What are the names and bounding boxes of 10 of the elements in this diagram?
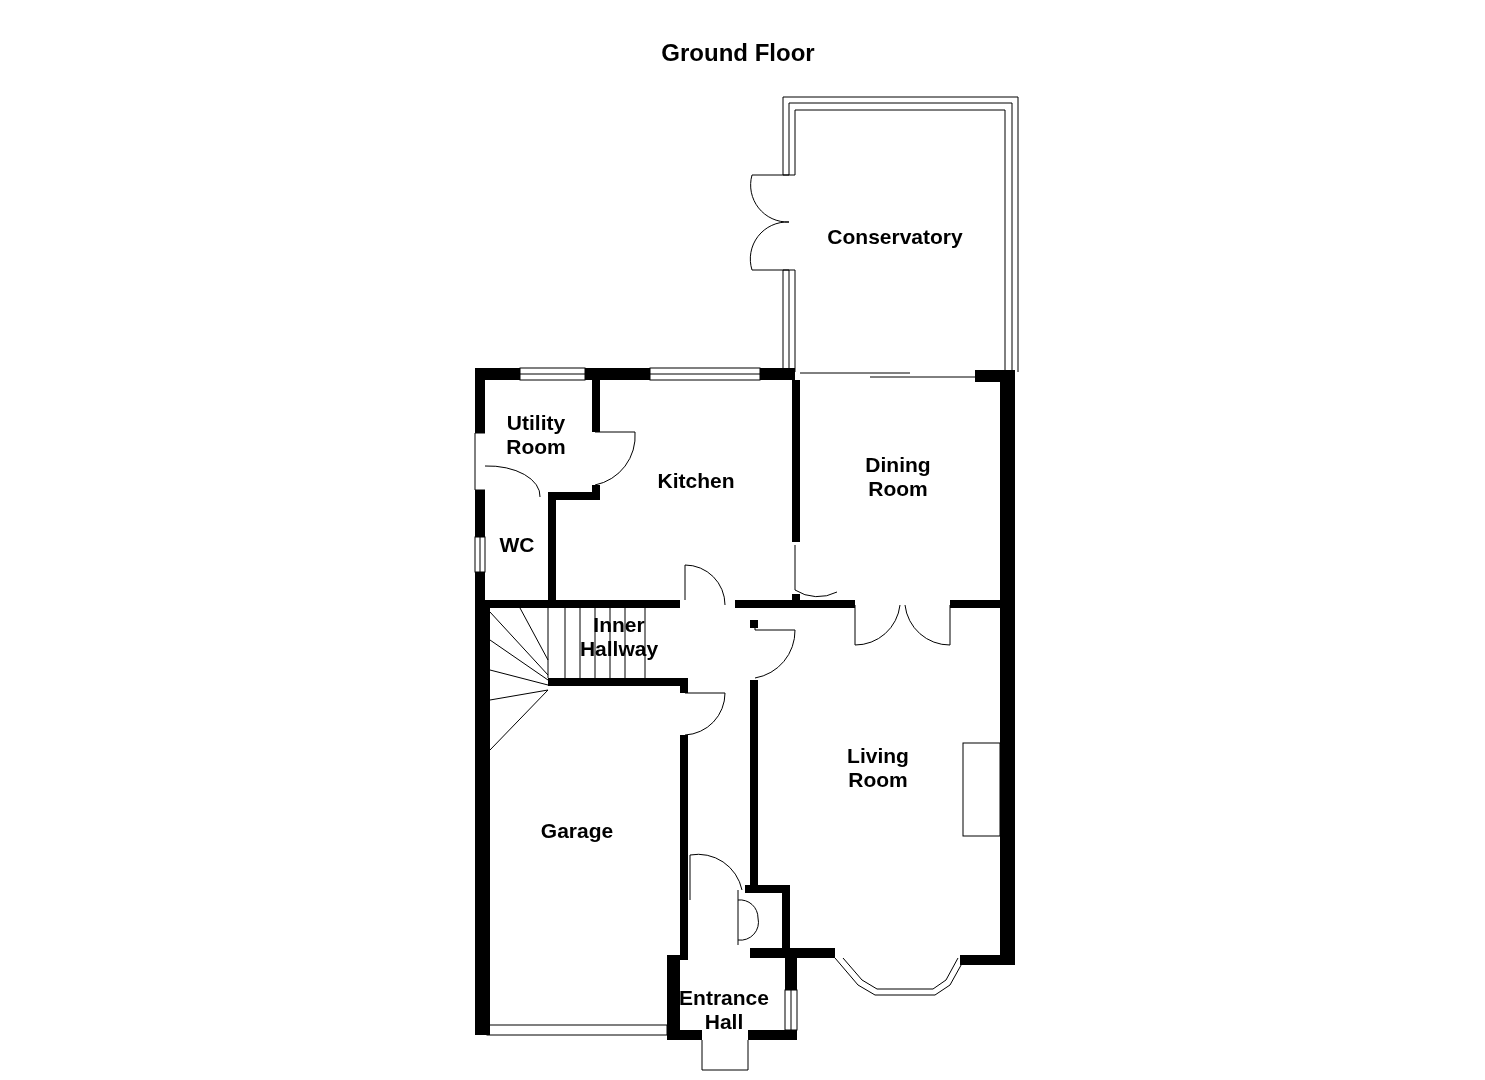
- room-label: Garage: [540, 819, 614, 843]
- room-label: Dining Room: [865, 453, 931, 501]
- room-label: Living Room: [847, 744, 909, 792]
- room-label: Utility Room: [506, 411, 566, 459]
- room-label: Inner Hallway: [579, 613, 659, 661]
- room-label: Entrance Hall: [679, 986, 769, 1034]
- room-label: Conservatory: [827, 225, 963, 249]
- room-label: Kitchen: [657, 469, 735, 493]
- floor-title: Ground Floor: [661, 38, 815, 68]
- room-label: WC: [499, 533, 535, 557]
